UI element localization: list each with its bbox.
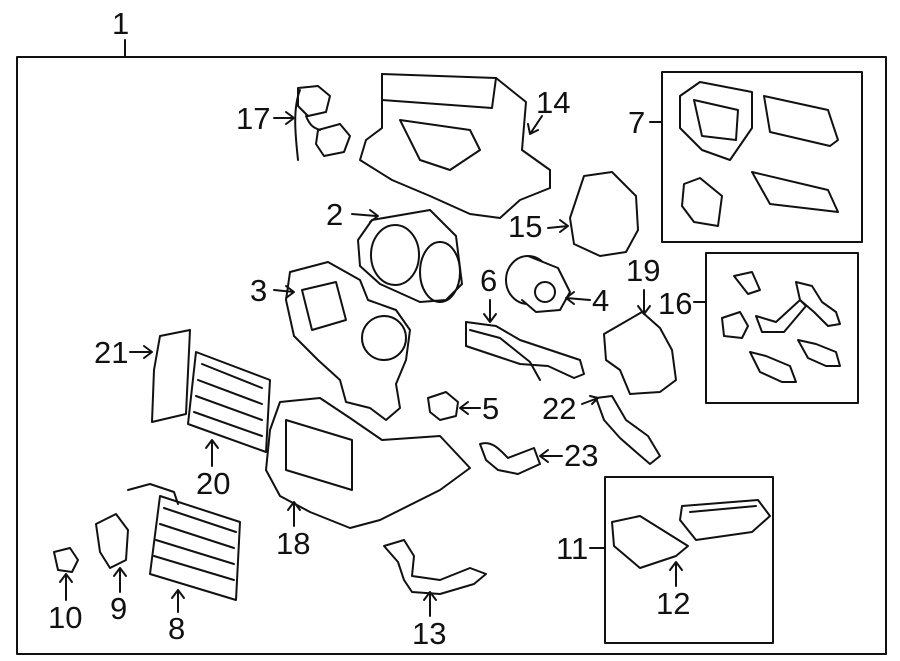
leader-3 bbox=[273, 285, 295, 299]
scroll-housing-part bbox=[285, 261, 411, 421]
callout-9: 9 bbox=[110, 591, 128, 626]
inset-box-11 bbox=[604, 476, 774, 644]
leader-8 bbox=[171, 589, 185, 613]
callout-23: 23 bbox=[564, 438, 599, 473]
leader-4 bbox=[565, 291, 591, 305]
callout-8: 8 bbox=[168, 611, 186, 646]
cabin-filter-part bbox=[611, 499, 771, 569]
blower-motor-part bbox=[505, 255, 571, 313]
lower-case-part bbox=[265, 397, 471, 529]
callout-15: 15 bbox=[508, 209, 543, 244]
callout-17: 17 bbox=[236, 101, 271, 136]
callout-22: 22 bbox=[542, 391, 577, 426]
leader-19 bbox=[637, 289, 651, 315]
callout-3: 3 bbox=[250, 273, 268, 308]
hose-22-part bbox=[595, 395, 661, 465]
inset-box-16 bbox=[705, 252, 859, 404]
main-frame bbox=[16, 56, 887, 655]
clip-10-part bbox=[53, 547, 79, 573]
leader-5 bbox=[459, 401, 481, 415]
callout-21: 21 bbox=[94, 335, 129, 370]
leader-20 bbox=[205, 439, 219, 467]
linkage-part bbox=[465, 321, 585, 381]
leader-13 bbox=[423, 591, 437, 617]
callout-10: 10 bbox=[48, 600, 83, 635]
heater-core-part bbox=[127, 483, 241, 601]
inset-box-7 bbox=[661, 71, 863, 243]
resistor-part bbox=[427, 391, 459, 421]
blower-housing-part bbox=[357, 209, 463, 303]
seal-21-part bbox=[151, 329, 191, 423]
actuator-arms-part bbox=[721, 271, 841, 383]
leader-23 bbox=[539, 449, 563, 463]
leader-15 bbox=[547, 219, 569, 233]
leader-21 bbox=[129, 345, 153, 359]
callout-18: 18 bbox=[276, 526, 311, 561]
upper-housing-part bbox=[359, 73, 551, 219]
callout-1: 1 bbox=[112, 6, 130, 41]
callout-13: 13 bbox=[412, 616, 447, 651]
leader-14 bbox=[527, 115, 543, 135]
callout-7: 7 bbox=[628, 105, 646, 140]
callout-2: 2 bbox=[326, 197, 344, 232]
callout-5: 5 bbox=[482, 391, 500, 426]
bracket-9-part bbox=[95, 513, 129, 569]
callout-19: 19 bbox=[626, 253, 661, 288]
callout-12: 12 bbox=[656, 586, 691, 621]
leader-17 bbox=[273, 111, 295, 125]
callout-4: 4 bbox=[592, 283, 610, 318]
leader-6 bbox=[483, 299, 497, 323]
leader-12 bbox=[669, 561, 683, 587]
callout-20: 20 bbox=[196, 466, 231, 501]
leader-2 bbox=[351, 209, 379, 223]
leader-22 bbox=[581, 395, 599, 405]
actuator-pair-part bbox=[294, 85, 351, 161]
callout-11: 11 bbox=[556, 531, 589, 566]
callout-14: 14 bbox=[536, 85, 571, 120]
leader-10 bbox=[59, 573, 73, 601]
callout-6: 6 bbox=[480, 263, 498, 298]
sensor-23-part bbox=[479, 442, 541, 475]
evaporator-core-part bbox=[187, 351, 271, 453]
filter-set-part bbox=[679, 81, 839, 227]
leader-18 bbox=[287, 501, 301, 527]
mode-actuator-part bbox=[569, 171, 639, 257]
callout-16: 16 bbox=[658, 286, 693, 321]
leader-9 bbox=[113, 567, 127, 593]
duct-19-part bbox=[603, 311, 677, 395]
tube-13-part bbox=[383, 539, 487, 595]
